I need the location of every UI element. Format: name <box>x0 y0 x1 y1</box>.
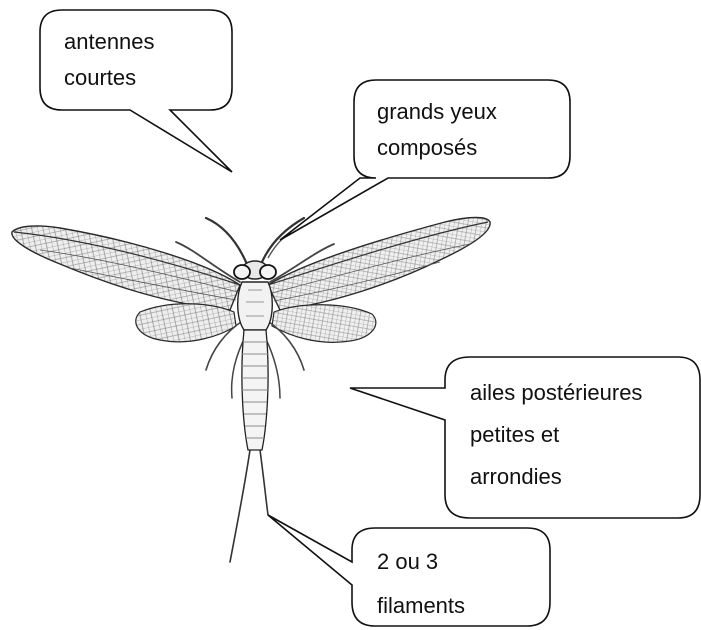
callout-label-eyes: grands yeux composés <box>377 94 497 166</box>
tail-filament-right <box>260 450 268 515</box>
callout-label-filaments: 2 ou 3 filaments <box>377 540 465 628</box>
callout-line: filaments <box>377 584 465 628</box>
left-antenna <box>206 218 246 262</box>
callout-line: antennes <box>64 24 155 60</box>
right-forewing <box>268 218 490 311</box>
callout-line: 2 ou 3 <box>377 540 465 584</box>
callout-line: arrondies <box>470 456 642 498</box>
callout-line: grands yeux <box>377 94 497 130</box>
left-hindwing <box>136 304 236 342</box>
tail-filament-left <box>230 450 250 562</box>
callout-line: petites et <box>470 414 642 456</box>
callout-line: composés <box>377 130 497 166</box>
thorax <box>238 282 273 330</box>
callout-line: ailes postérieures <box>470 372 642 414</box>
callout-label-hindwings: ailes postérieures petites et arrondies <box>470 372 642 498</box>
compound-eye-right <box>260 265 276 279</box>
compound-eye-left <box>234 265 250 279</box>
callout-label-antennae: antennes courtes <box>64 24 155 96</box>
callout-line: courtes <box>64 60 155 96</box>
right-hindwing <box>272 305 376 343</box>
left-forewing <box>12 226 240 310</box>
right-antenna <box>262 218 304 262</box>
